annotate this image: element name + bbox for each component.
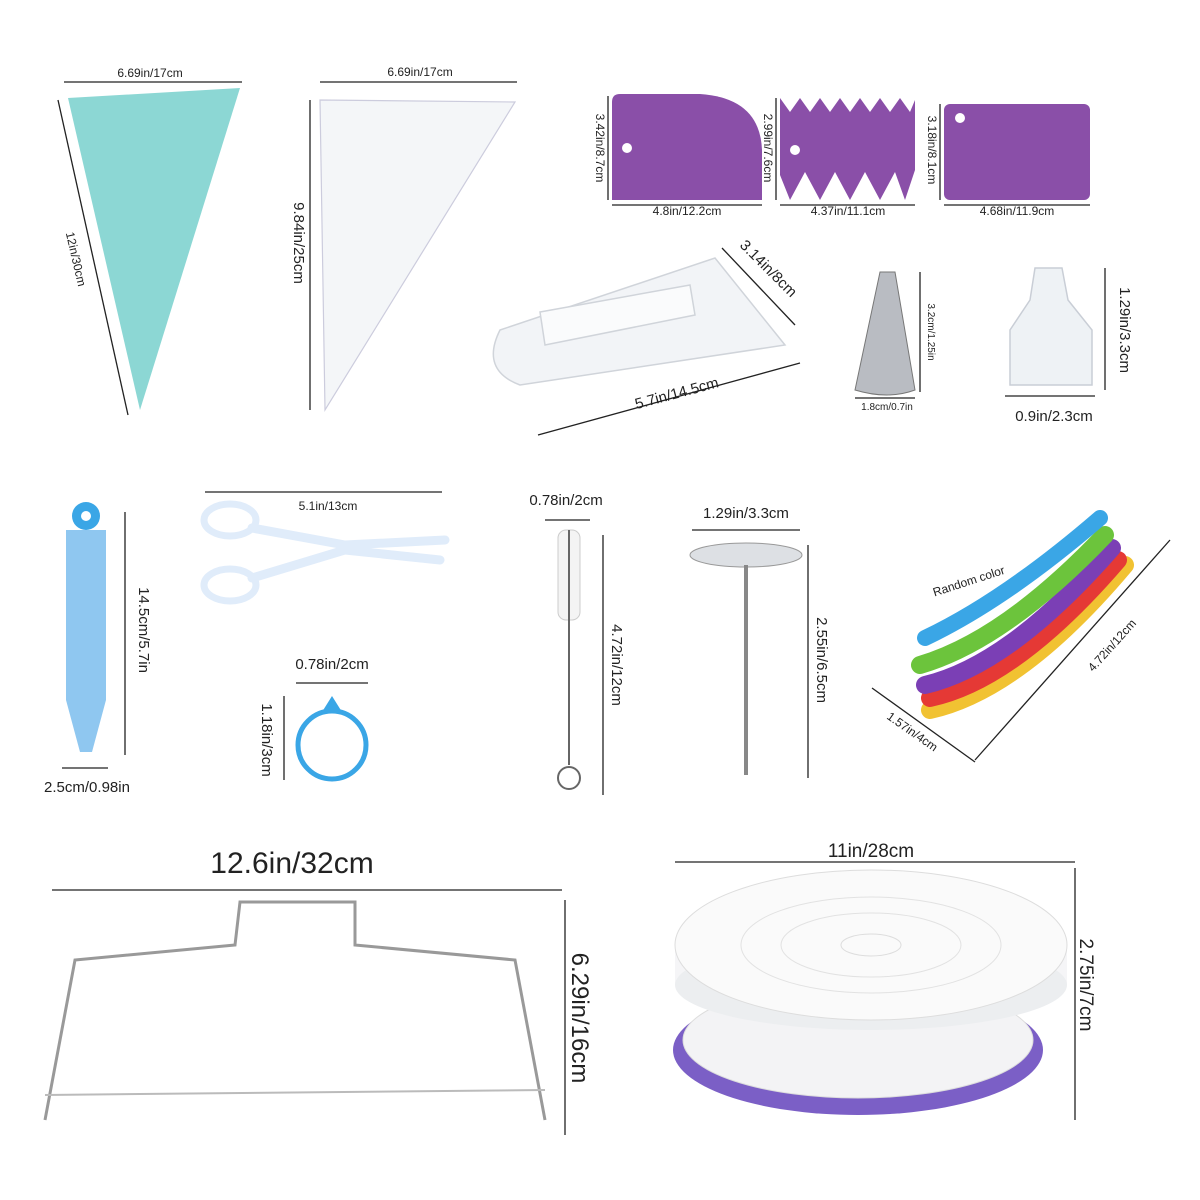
scraper-round: 3.42in/8.7cm 4.8in/12.2cm bbox=[593, 94, 762, 218]
piping-coupler: 1.29in/3.3cm 0.9in/2.3cm bbox=[1005, 267, 1133, 425]
disposable-bag-width-label: 6.69in/17cm bbox=[387, 65, 452, 79]
scraper-comb: 2.99in/7.6cm 4.37in/11.1cm bbox=[761, 98, 915, 218]
ring-width-label: 0.78in/2cm bbox=[295, 656, 368, 673]
brush-width-label: 0.78in/2cm bbox=[529, 492, 602, 509]
nail-width-label: 1.29in/3.3cm bbox=[703, 505, 789, 522]
decorating-pen: 14.5cm/5.7in 2.5cm/0.98in bbox=[44, 502, 152, 796]
turntable-diameter-label: 11in/28cm bbox=[828, 841, 914, 862]
ring-height-label: 1.18in/3cm bbox=[258, 703, 275, 776]
pen-width-label: 2.5cm/0.98in bbox=[44, 779, 130, 796]
scraper-round-width-label: 4.8in/12.2cm bbox=[653, 204, 722, 218]
scraper-square-width-label: 4.68in/11.9cm bbox=[980, 204, 1055, 218]
dimension-line bbox=[57, 99, 129, 416]
disposable-bag-length-label: 9.84in/25cm bbox=[290, 202, 307, 284]
cake-leveler: 12.6in/32cm 6.29in/16cm bbox=[43, 847, 593, 1135]
nozzle-height-label: 3.2cm/1.25in bbox=[925, 303, 936, 360]
flower-nail: 1.29in/3.3cm 2.55in/6.5cm bbox=[689, 505, 830, 778]
spoons-length-label: 4.72in/12cm bbox=[1085, 616, 1139, 674]
nail-length-label: 2.55in/6.5cm bbox=[813, 617, 830, 703]
pen-length-label: 14.5cm/5.7in bbox=[135, 587, 152, 673]
disposable-piping-bag: 6.69in/17cm 9.84in/25cm bbox=[290, 65, 517, 413]
leveler-height-label: 6.29in/16cm bbox=[566, 953, 593, 1084]
coupler-width-label: 0.9in/2.3cm bbox=[1015, 408, 1093, 425]
piping-nozzle: 3.2cm/1.25in 1.8cm/0.7in bbox=[854, 271, 936, 413]
coupler-height-label: 1.29in/3.3cm bbox=[1116, 287, 1133, 373]
smoother-length-label: 5.7in/14.5cm bbox=[633, 374, 720, 413]
nozzle-width-label: 1.8cm/0.7in bbox=[861, 402, 913, 413]
scraper-comb-height-label: 2.99in/7.6cm bbox=[761, 114, 775, 183]
scissors-length-label: 5.1in/13cm bbox=[299, 499, 358, 513]
scraper-round-height-label: 3.42in/8.7cm bbox=[593, 114, 607, 183]
cake-turntable: 11in/28cm 2.75in/7cm bbox=[673, 841, 1096, 1120]
scraper-comb-width-label: 4.37in/11.1cm bbox=[811, 204, 886, 218]
fondant-smoother: 3.14in/8cm 5.7in/14.5cm bbox=[492, 237, 801, 436]
scraper-square-height-label: 3.18in/8.1cm bbox=[925, 116, 939, 185]
silicone-bag-length-label: 12in/30cm bbox=[63, 231, 89, 288]
scraper-square: 3.18in/8.1cm 4.68in/11.9cm bbox=[925, 104, 1090, 218]
smoother-depth-label: 3.14in/8cm bbox=[736, 237, 800, 301]
piping-bag-ring: 0.78in/2cm 1.18in/3cm bbox=[258, 656, 369, 782]
silicone-bag-width-label: 6.69in/17cm bbox=[117, 66, 182, 80]
silicone-piping-bag: 6.69in/17cm 12in/30cm bbox=[57, 66, 242, 416]
leveler-width-label: 12.6in/32cm bbox=[210, 847, 373, 880]
measuring-spoons: Random color 4.72in/12cm 1.57in/4cm bbox=[871, 510, 1171, 763]
cleaning-brush: 0.78in/2cm 4.72in/12cm bbox=[529, 492, 625, 795]
flower-lifter-scissors: 5.1in/13cm bbox=[200, 491, 450, 605]
turntable-height-label: 2.75in/7cm bbox=[1075, 939, 1096, 1032]
brush-length-label: 4.72in/12cm bbox=[608, 624, 625, 706]
